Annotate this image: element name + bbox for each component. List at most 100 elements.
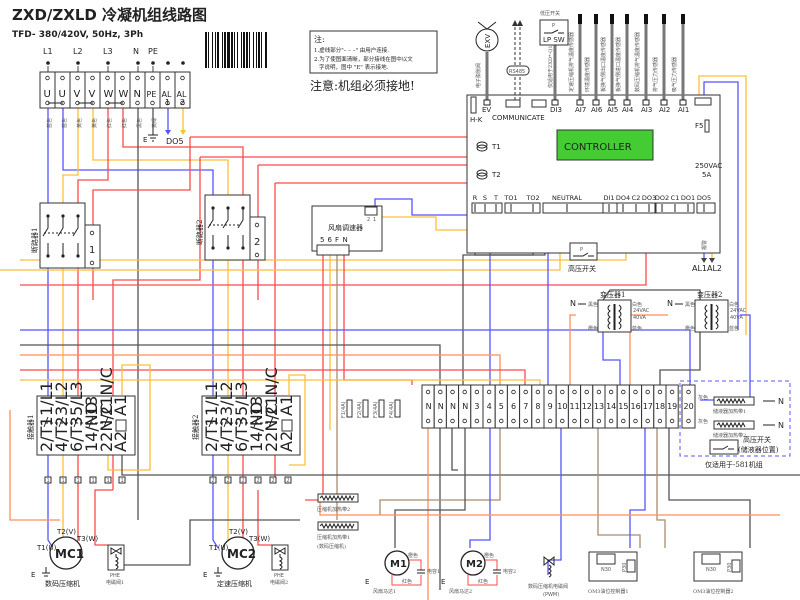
compressor-pin: T2(V) — [228, 528, 248, 536]
wire-black — [451, 428, 458, 471]
terminal-screw — [438, 389, 443, 395]
terminal-screw — [135, 100, 140, 106]
input-dot — [136, 61, 140, 65]
valve-label: 电磁阀1 — [106, 579, 124, 586]
receiver-hp-switch — [709, 439, 739, 455]
terminal-screw — [135, 75, 140, 81]
wire-valve1 — [94, 489, 113, 546]
wire-orange — [569, 314, 576, 385]
port-label: DO5 — [697, 194, 711, 202]
switch-icon — [544, 29, 564, 34]
fuse-rating: 5A — [702, 171, 711, 179]
input-dot — [151, 61, 155, 65]
transformer-rating: 24VAC — [633, 308, 650, 314]
fan-motor-name: M1 — [390, 559, 407, 570]
terminal-tag — [104, 476, 112, 484]
barcode-bar — [237, 32, 238, 68]
terminal-screw — [511, 389, 516, 395]
wire-color-label: 黄色 — [76, 118, 83, 128]
valve-icon — [110, 547, 122, 570]
fuse-label: F4(4A) — [389, 401, 395, 418]
wire-color-label: 蓝色 — [46, 118, 53, 128]
terminal-strip-label: 10 — [557, 402, 567, 411]
terminal-screw — [254, 222, 260, 228]
p-label: P — [552, 23, 555, 29]
terminal-tag — [209, 476, 217, 484]
pwm-valve-icon — [543, 555, 555, 578]
wire-valve2 — [257, 490, 272, 546]
sensor-label: 吸气压力传感器 — [671, 57, 678, 92]
ct-icon — [476, 169, 488, 177]
terminal-strip-label: 3 — [474, 402, 479, 411]
terminal-screw — [547, 418, 553, 424]
terminal-screw — [572, 418, 577, 424]
fan-motor-icon — [384, 550, 410, 576]
terminal-strip-label: 8 — [535, 402, 540, 411]
ct-label: T2 — [491, 171, 501, 179]
controller-board — [466, 94, 721, 254]
terminal-label: W — [104, 89, 114, 100]
compressor-name: MC1 — [55, 547, 84, 561]
p30-connector — [731, 559, 741, 573]
switch-icon — [713, 445, 734, 450]
sensor-label: 仅适用于ZXD*-Q1 — [547, 45, 554, 88]
terminal-screw — [462, 418, 467, 424]
terminal-screw — [150, 100, 155, 106]
terminal-tag — [269, 476, 277, 484]
terminal-strip-label: N — [438, 402, 444, 411]
notes-heading: 注: — [314, 34, 325, 44]
terminal-screw — [686, 418, 691, 424]
terminal-group — [504, 202, 541, 214]
wire-color-label: 橙色 — [408, 552, 418, 559]
compressor-label: 数码压缩机 — [45, 579, 80, 588]
terminal-screw — [547, 389, 553, 395]
wire-orange — [9, 410, 60, 521]
terminal-tag — [118, 476, 126, 484]
contactor-pin-bottom: 6/T3 — [67, 416, 86, 452]
fan-motor-name: M2 — [466, 559, 483, 570]
port-label: AI4 — [622, 106, 634, 114]
page-title: ZXD/ZXLD 冷凝机组线路图 — [12, 6, 207, 24]
lp-switch-title: 低压开关 — [540, 10, 560, 17]
port-label: TO1 — [503, 194, 517, 202]
port-label: DI3 — [550, 106, 562, 114]
wire-red — [112, 157, 201, 490]
n30-label: N30 — [706, 567, 716, 573]
terminal-sub: 1 — [165, 98, 170, 107]
pin-label: N — [343, 236, 348, 244]
terminal-screw — [657, 418, 663, 424]
barcode-bar — [265, 32, 267, 68]
terminal-screw — [45, 75, 50, 81]
terminal-screw — [89, 230, 95, 236]
compressor-label: 定速压缩机 — [217, 579, 252, 588]
contactor-label: 接触器1 — [26, 415, 35, 440]
contactor-contact — [73, 416, 79, 428]
exv-label: EXV — [484, 34, 492, 48]
barcode-bar — [261, 32, 262, 68]
pin-label: F — [335, 236, 339, 244]
terminal-strip-label: 6 — [511, 402, 516, 411]
heater-icon — [716, 421, 746, 429]
contactor-pin-top: 5/L3 — [67, 381, 86, 416]
wire-color-label: 黑色 — [136, 118, 143, 128]
wire-color-label: 灰色 — [698, 418, 708, 425]
receiver-switch-label: 高压开关 — [743, 435, 771, 444]
port-label: DO4 — [616, 194, 630, 202]
terminal-strip-cell — [665, 384, 679, 429]
wire-brown — [656, 428, 666, 548]
wire-yellow — [698, 75, 747, 335]
n30-connector — [701, 553, 721, 565]
heater-icon — [319, 494, 355, 502]
communicate-connector-1 — [505, 99, 521, 108]
barcode-bar — [215, 32, 216, 68]
terminal-tag-number: 1 — [77, 478, 80, 484]
crankcase-heater-label: 压缩机加热带1 — [317, 534, 350, 541]
terminal-strip-label: N — [426, 402, 432, 411]
terminal-screw — [60, 75, 65, 81]
terminal-strip-label: N — [462, 402, 468, 411]
pin-label: 5 — [320, 236, 324, 244]
sensor-cap — [578, 14, 582, 24]
terminal-screw — [523, 418, 528, 424]
receiver-option-note: 仅适用于-581机组 — [705, 460, 763, 469]
terminal-screw — [474, 418, 480, 424]
